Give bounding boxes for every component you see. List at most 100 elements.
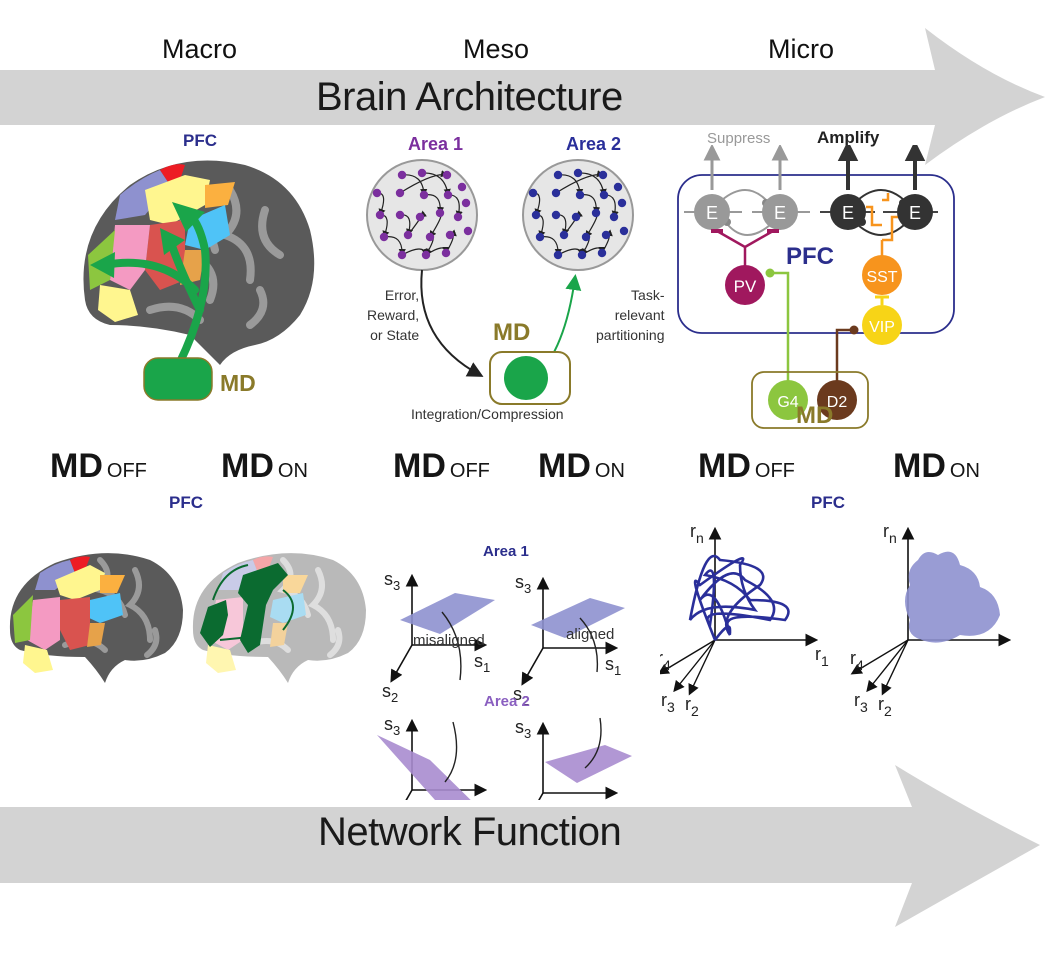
alignment-arc — [579, 617, 599, 673]
meso-area1-label: Area 1 — [408, 134, 464, 154]
g4-projection — [770, 271, 790, 382]
s2-axis — [538, 792, 544, 800]
r2-axis — [881, 639, 909, 696]
e-cell-suppress-2: E — [762, 194, 798, 230]
macro-md-label: MD — [220, 370, 256, 396]
amplify-arrows — [837, 145, 926, 190]
e-cell-suppress-1: E — [694, 194, 730, 230]
neuron — [591, 208, 601, 218]
neuron — [435, 208, 445, 218]
neuron — [598, 170, 608, 180]
error-arrow — [420, 269, 484, 377]
neuron — [461, 198, 471, 208]
neuron — [619, 226, 629, 236]
neuron — [441, 248, 451, 258]
subscript: 4 — [856, 657, 864, 673]
subscript: 3 — [667, 699, 675, 715]
md-text: MD — [221, 447, 274, 485]
sst-inhibition — [866, 193, 898, 263]
pv-inhibition — [711, 229, 779, 267]
r2-axis — [688, 639, 716, 696]
neuron — [419, 190, 429, 200]
brain-md-off — [9, 553, 184, 683]
e-cell-amplify-2: E — [897, 194, 933, 230]
md-text: MD — [393, 447, 446, 485]
label-line: Error, — [384, 287, 420, 303]
arrowheads — [90, 202, 205, 278]
state-text: OFF — [449, 460, 490, 482]
neuron — [553, 250, 563, 260]
s2-axis — [521, 647, 544, 686]
subscript: 3 — [860, 699, 868, 715]
subscript: 3 — [393, 723, 400, 738]
neuron — [581, 232, 591, 242]
meso-caption: Integration/Compression — [411, 406, 564, 422]
cell-label: PV — [734, 277, 757, 296]
axis-label: s1 — [605, 654, 621, 678]
meso-partition-label: Task- relevant partitioning — [596, 285, 665, 345]
e-cell-amplify-1: E — [830, 194, 866, 230]
area1-neurons — [372, 168, 473, 260]
axis-label: s2 — [382, 681, 398, 705]
neuron — [599, 190, 609, 200]
function-macro-pfc-label: PFC — [169, 493, 203, 512]
axis-label: s3 — [384, 569, 400, 593]
subscript: 1 — [614, 663, 621, 678]
label-line: partitioning — [596, 327, 665, 343]
macro-md-node — [143, 357, 213, 401]
md-text: MD — [50, 447, 103, 485]
axis-label: s1 — [605, 799, 621, 800]
scale-macro-label: Macro — [162, 34, 238, 64]
alignment-arc — [441, 611, 462, 681]
label-line: relevant — [614, 307, 665, 323]
neuron — [551, 210, 561, 220]
neuron — [421, 250, 431, 260]
suppress-label: Suppress — [707, 130, 771, 147]
subscript: n — [696, 530, 704, 546]
neuron — [415, 212, 425, 222]
state-text: ON — [277, 460, 308, 482]
axis-label: rn — [690, 525, 704, 546]
scale-micro-label: Micro — [768, 34, 834, 64]
neuron — [457, 182, 467, 192]
neuron — [397, 250, 407, 260]
suppress-recurrent — [721, 189, 771, 236]
area1-plane-off — [400, 593, 495, 634]
axis-label: r1 — [815, 644, 829, 669]
vip-inhibition — [875, 295, 889, 305]
cell-label: G4 — [777, 394, 798, 411]
neuron — [453, 212, 463, 222]
neuron — [379, 232, 389, 242]
r3-axis — [673, 639, 716, 693]
neuron — [577, 250, 587, 260]
axis-label: s3 — [515, 572, 531, 596]
alignment-arc — [444, 721, 458, 783]
axis-label: r2 — [685, 694, 699, 719]
low-dim-manifold — [905, 551, 1000, 643]
cell-label: SST — [866, 269, 897, 286]
brain-md-on — [192, 553, 366, 683]
d2-cell: D2 — [817, 380, 857, 420]
micro-state-space-diagram: rnr1r4r3r2rnr4r3r2 — [660, 525, 1012, 719]
amplify-label: Amplify — [817, 128, 880, 147]
synapse — [849, 325, 859, 335]
neuron — [553, 170, 563, 180]
s2-axis — [405, 789, 413, 800]
synapse — [765, 268, 775, 278]
r4-axis — [850, 639, 909, 675]
axis-label: r3 — [854, 690, 868, 715]
neuron — [395, 210, 405, 220]
banner-brain-architecture: Brain Architecture — [316, 75, 623, 119]
md-text: MD — [893, 447, 946, 485]
neuron — [609, 212, 619, 222]
area2-plane-off — [377, 735, 471, 800]
state-text: OFF — [754, 460, 795, 482]
neuron — [575, 190, 585, 200]
function-micro-pfc-label: PFC — [811, 493, 845, 512]
axis-label: r4 — [850, 648, 864, 673]
neuron — [425, 232, 435, 242]
